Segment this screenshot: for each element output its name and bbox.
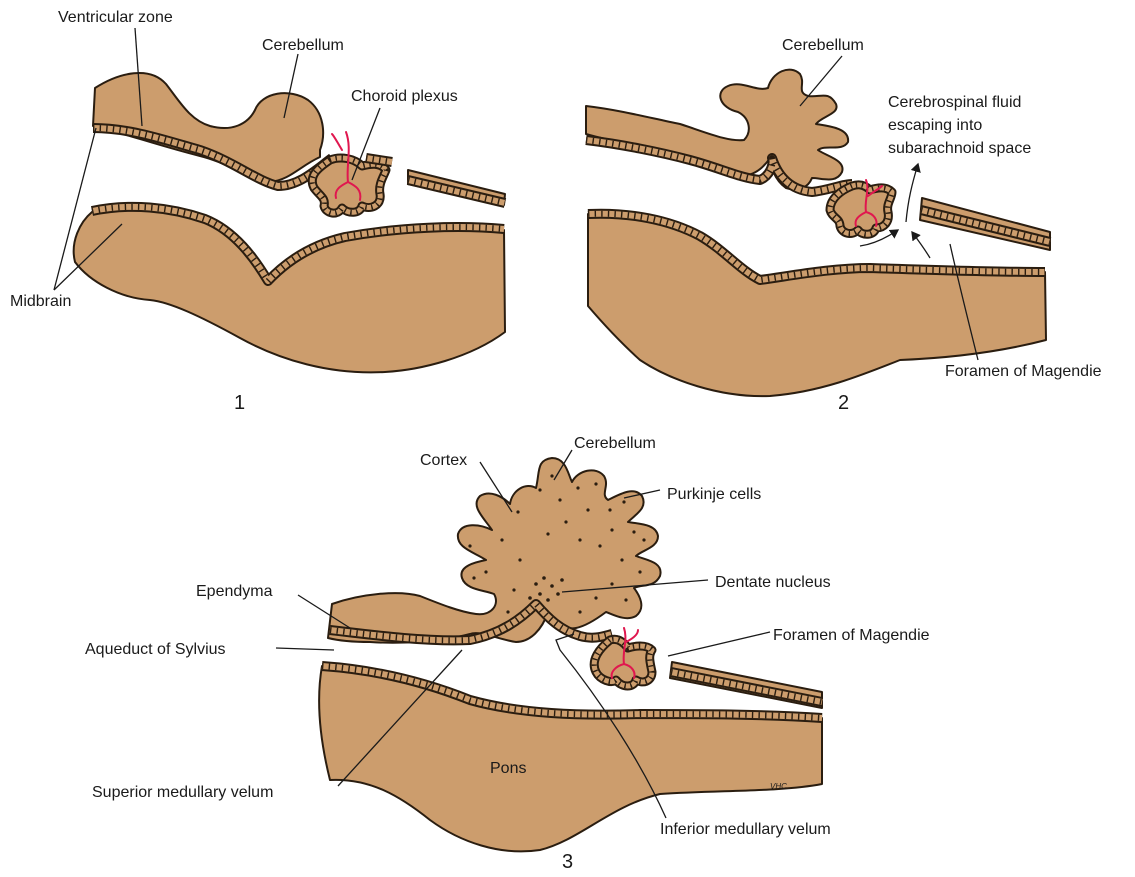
panel3-label-inferior-velum: Inferior medullary velum (660, 821, 831, 838)
panel3-label-dentate: Dentate nucleus (715, 574, 831, 591)
panel-3: Cortex Cerebellum Purkinje cells Ependym… (85, 435, 930, 873)
panel2-label-csf-line3: subarachnoid space (888, 140, 1031, 157)
panel2-label-foramen: Foramen of Magendie (945, 363, 1102, 380)
panel-1: Ventricular zone Cerebellum Choroid plex… (10, 9, 505, 414)
panel3-signature: VHC (770, 782, 787, 791)
panel2-label-csf-line2: escaping into (888, 117, 982, 134)
panel3-leader-aqueduct (276, 648, 334, 650)
panel3-label-aqueduct: Aqueduct of Sylvius (85, 641, 226, 658)
panel2-csf-arrow-up (906, 164, 918, 222)
panel3-leader-foramen (668, 632, 770, 656)
panel3-label-foramen: Foramen of Magendie (773, 627, 930, 644)
panel3-label-superior-velum: Superior medullary velum (92, 784, 273, 801)
panel2-label-csf-line1: Cerebrospinal fluid (888, 94, 1021, 111)
panel3-label-purkinje: Purkinje cells (667, 486, 761, 503)
panel1-label-choroid-plexus: Choroid plexus (351, 88, 458, 105)
panel2-csf-arrow-right (912, 232, 930, 258)
panel-2: Cerebellum Cerebrospinal fluid escaping … (586, 37, 1102, 414)
panel3-label-cerebellum: Cerebellum (574, 435, 656, 452)
panel3-cerebellum-tissue (328, 458, 661, 643)
panel1-floor-tissue (74, 208, 505, 373)
panel3-number: 3 (562, 851, 573, 873)
panel3-label-ependyma: Ependyma (196, 583, 273, 600)
panel2-label-cerebellum: Cerebellum (782, 37, 864, 54)
panel3-label-pons: Pons (490, 760, 526, 777)
panel3-label-cortex: Cortex (420, 452, 467, 469)
panel1-label-midbrain: Midbrain (10, 293, 71, 310)
panel1-label-ventricular-zone: Ventricular zone (58, 9, 173, 26)
panel2-number: 2 (838, 392, 849, 414)
panel1-number: 1 (234, 392, 245, 414)
panel1-label-cerebellum: Cerebellum (262, 37, 344, 54)
